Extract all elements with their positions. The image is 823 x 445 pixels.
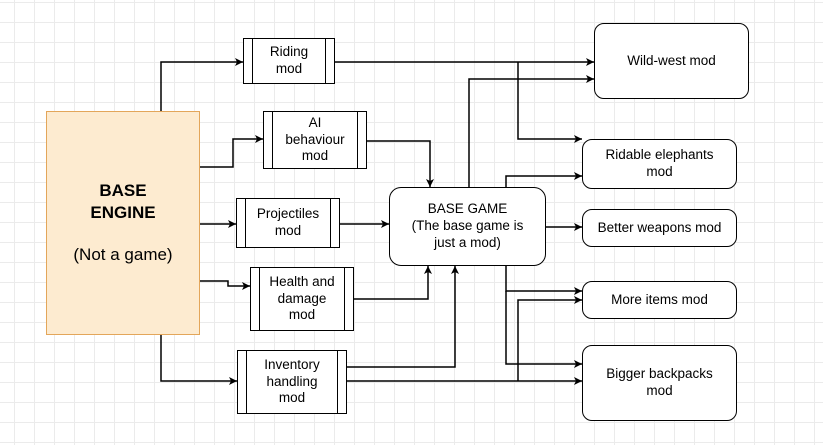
health-damage-mod-node[interactable]: Health and damage mod (250, 267, 354, 331)
edge-base-game-to-elephants (505, 172, 582, 188)
wild-west-mod-label: Wild-west mod (627, 52, 716, 68)
ridable-elephants-mod-label: Ridable elephants mod (605, 147, 714, 179)
bigger-backpacks-mod-node[interactable]: Bigger backpacks mod (582, 345, 737, 421)
edge-inventory-to-base-game (346, 266, 459, 368)
better-weapons-mod-node[interactable]: Better weapons mod (582, 209, 737, 247)
edge-engine-to-ai (199, 135, 263, 168)
edge-base-game-to-items (505, 265, 582, 295)
ai-behaviour-mod-node[interactable]: AI behaviour mod (263, 111, 367, 169)
better-weapons-mod-label: Better weapons mod (597, 219, 722, 235)
health-damage-mod-label: Health and damage mod (269, 273, 335, 323)
more-items-mod-label: More items mod (611, 291, 708, 307)
edge-base-game-to-wild-west (468, 75, 594, 188)
base-engine-title: BASE ENGINE (90, 181, 156, 223)
ai-behaviour-mod-label: AI behaviour mod (285, 114, 345, 164)
inventory-handling-mod-label: Inventory handling mod (264, 356, 320, 406)
projectiles-mod-node[interactable]: Projectiles mod (236, 198, 340, 248)
base-game-node[interactable]: BASE GAME (The base game is just a mod) (389, 187, 546, 266)
edge-ai-to-base-game (366, 140, 434, 187)
edge-base-game-to-backpacks (505, 291, 582, 368)
edge-engine-to-riding (160, 58, 243, 111)
edge-engine-to-health (199, 280, 250, 290)
inventory-handling-mod-node[interactable]: Inventory handling mod (237, 350, 347, 414)
more-items-mod-node[interactable]: More items mod (582, 281, 737, 319)
projectiles-mod-label: Projectiles mod (256, 206, 320, 238)
edge-health-to-base-game (353, 266, 432, 300)
base-game-label: BASE GAME (The base game is just a mod) (411, 201, 524, 250)
riding-mod-node[interactable]: Riding mod (243, 38, 335, 84)
bigger-backpacks-mod-label: Bigger backpacks mod (606, 366, 713, 398)
edge-engine-to-inventory (160, 334, 237, 385)
riding-mod-label: Riding mod (269, 44, 309, 76)
base-engine-node[interactable]: BASE ENGINE (Not a game) (46, 111, 200, 335)
edge-inventory-to-items (517, 296, 582, 381)
base-engine-subtitle: (Not a game) (73, 245, 173, 265)
ridable-elephants-mod-node[interactable]: Ridable elephants mod (582, 139, 737, 189)
edge-riding-to-elephants (517, 62, 582, 143)
wild-west-mod-node[interactable]: Wild-west mod (594, 23, 749, 99)
